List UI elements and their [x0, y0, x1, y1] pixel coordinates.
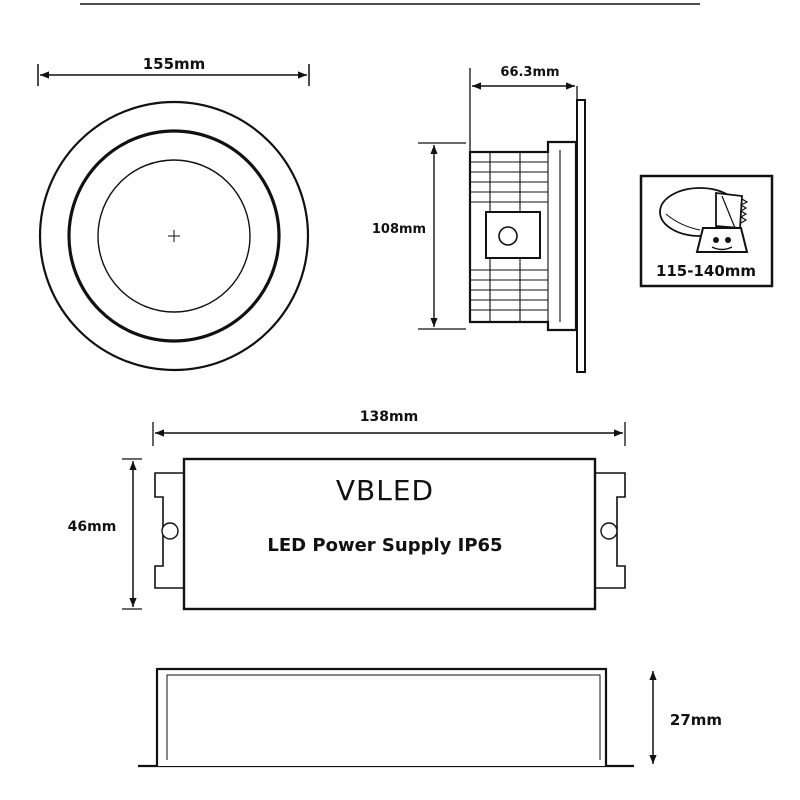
- cutout-label: 115-140mm: [656, 262, 756, 280]
- clip-pivot: [498, 226, 518, 246]
- side-housing-inner: [166, 674, 601, 760]
- length-label: 138mm: [360, 409, 418, 425]
- brand-logo: VBLED: [336, 474, 434, 507]
- inner-housing-ring: [67, 129, 281, 343]
- side-housing: [155, 667, 608, 766]
- power-supply-top-view: 138mm 46mm VBLED LED Power Supply IP65: [68, 409, 626, 611]
- mounting-hole-left: [161, 522, 179, 540]
- psu-housing: [182, 457, 597, 611]
- cutout-inset: 115-140mm: [639, 174, 774, 288]
- downlight-side-view: 66.3mm 108mm: [372, 65, 586, 373]
- height-label: 108mm: [372, 222, 426, 237]
- mounting-hole-right: [600, 522, 618, 540]
- trim-flange: [576, 99, 586, 373]
- depth-label: 66.3mm: [500, 65, 559, 80]
- downlight-front-view: 155mm: [37, 55, 310, 372]
- lens-ring: [97, 159, 251, 313]
- psu-height-label: 27mm: [670, 711, 722, 729]
- product-label: LED Power Supply IP65: [267, 535, 502, 556]
- power-supply-side-view: 27mm: [138, 667, 722, 768]
- width-label: 155mm: [143, 55, 206, 73]
- saw-icon: [695, 191, 749, 253]
- outer-trim-ring: [38, 100, 310, 372]
- psu-width-label: 46mm: [68, 519, 117, 535]
